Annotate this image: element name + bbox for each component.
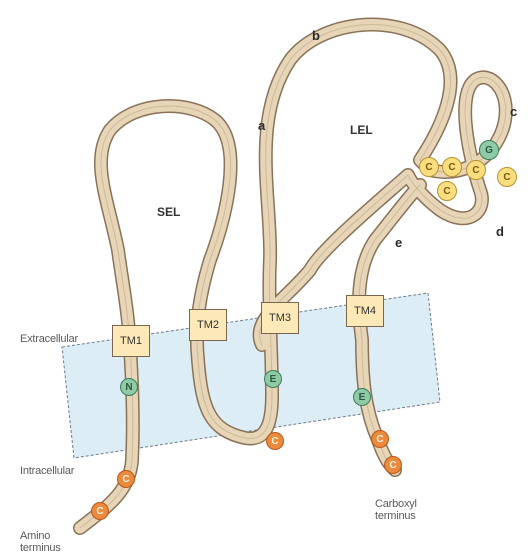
extracellular-label: Extracellular [20, 333, 78, 345]
cysteine-residue-lel-5: C [437, 181, 457, 201]
carboxyl-terminus-label: Carboxyl terminus [375, 498, 417, 522]
cysteine-residue-n-term-2: C [91, 502, 109, 520]
cysteine-residue-lel-2: C [442, 157, 462, 177]
intracellular-label: Intracellular [20, 465, 74, 477]
glycine-residue-ccg: G [479, 140, 499, 160]
cysteine-residue-tm2-tm3: C [266, 432, 284, 450]
tm1-box: TM1 [112, 325, 150, 357]
cysteine-residue-n-term-1: C [117, 470, 135, 488]
sel-label: SEL [157, 205, 180, 219]
protein-ribbon [80, 25, 506, 528]
tm4-box: TM4 [346, 295, 384, 327]
segment-a-label: a [258, 118, 265, 133]
cysteine-residue-lel-3: C [466, 160, 486, 180]
cysteine-residue-c-term-2: C [384, 456, 402, 474]
cysteine-residue-lel-4: C [497, 167, 517, 187]
asparagine-residue: N [120, 378, 138, 396]
lel-label: LEL [350, 123, 373, 137]
segment-b-label: b [312, 28, 320, 43]
glutamate-residue-tm4: E [353, 388, 371, 406]
cysteine-residue-c-term-1: C [371, 430, 389, 448]
cysteine-residue-lel-1: C [419, 157, 439, 177]
amino-terminus-label: Amino terminus [20, 530, 61, 554]
glutamate-residue-tm3: E [264, 370, 282, 388]
segment-d-label: d [496, 224, 504, 239]
segment-c-label: c [510, 104, 517, 119]
tm3-box: TM3 [261, 302, 299, 334]
segment-e-label: e [395, 235, 402, 250]
tm2-box: TM2 [189, 309, 227, 341]
